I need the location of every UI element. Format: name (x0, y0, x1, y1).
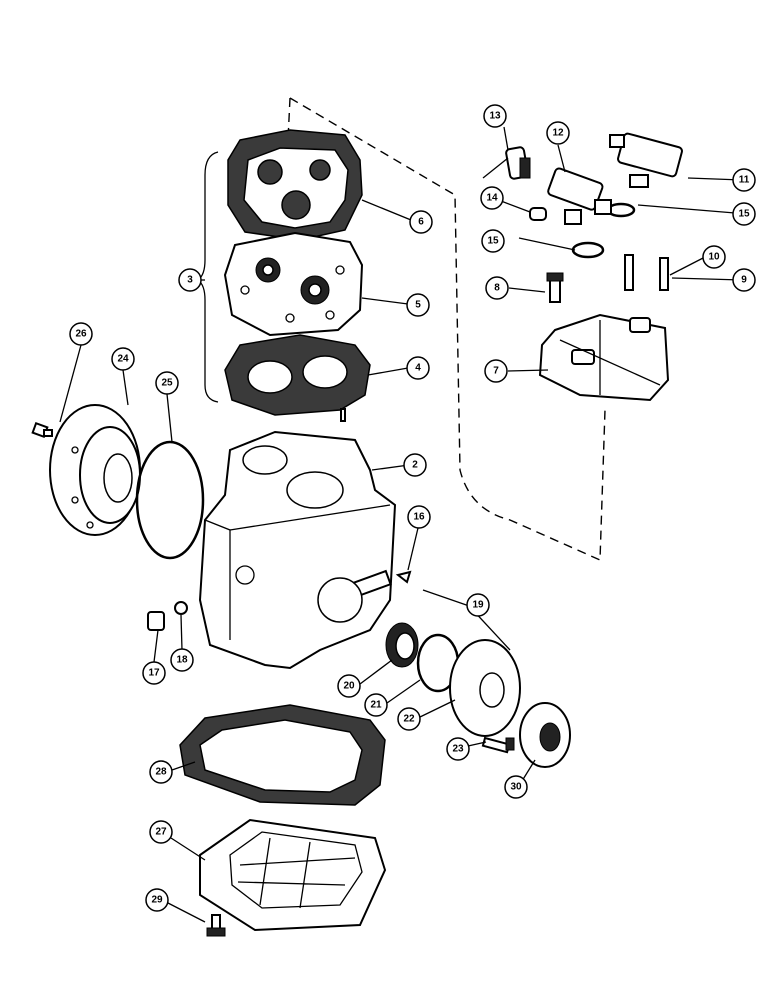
svg-text:2: 2 (412, 460, 418, 471)
callout-27: 27 (149, 820, 173, 844)
svg-text:28: 28 (155, 767, 167, 778)
o-ring-large (135, 440, 205, 560)
front-cover (49, 404, 141, 536)
bolt-8 (546, 272, 564, 303)
stud-9 (659, 257, 669, 291)
screw-26 (31, 421, 53, 439)
callout-4: 4 (406, 356, 430, 380)
svg-text:20: 20 (343, 681, 355, 692)
callout-25: 25 (155, 371, 179, 395)
shaft-seal (385, 622, 419, 668)
head-gasket (224, 334, 371, 416)
callout-16: 16 (407, 505, 431, 529)
callout-18: 18 (170, 648, 194, 672)
svg-text:4: 4 (415, 363, 421, 374)
fitting-12 (547, 167, 612, 225)
plug-washer (174, 601, 188, 615)
svg-text:15: 15 (487, 236, 499, 247)
callout-23: 23 (446, 737, 470, 761)
svg-text:21: 21 (370, 700, 382, 711)
callout-6: 6 (409, 210, 433, 234)
callout-19: 19 (466, 593, 490, 617)
callout-28: 28 (149, 760, 173, 784)
callout-7: 7 (484, 359, 508, 383)
svg-text:10: 10 (708, 252, 720, 263)
callout-24: 24 (111, 347, 135, 371)
svg-text:17: 17 (148, 668, 160, 679)
svg-text:27: 27 (155, 827, 167, 838)
cylinder-head (538, 313, 670, 402)
callout-29: 29 (145, 888, 169, 912)
leader-lines (59, 126, 743, 923)
svg-text:26: 26 (75, 329, 87, 340)
callout-2: 2 (403, 453, 427, 477)
svg-text:14: 14 (486, 193, 498, 204)
callout-15-left: 15 (481, 229, 505, 253)
callout-30: 30 (504, 775, 528, 799)
svg-text:23: 23 (452, 744, 464, 755)
seal-plate (449, 639, 521, 737)
callout-17: 17 (142, 661, 166, 685)
svg-text:6: 6 (418, 217, 424, 228)
callout-11: 11 (732, 168, 756, 192)
assembly-dashed-outline (289, 97, 606, 562)
callout-21: 21 (364, 693, 388, 717)
drain-plug (147, 611, 165, 631)
valve-13 (505, 146, 531, 180)
o-ring-15-lower (571, 241, 605, 259)
callout-8: 8 (485, 276, 509, 300)
bottom-gasket (179, 704, 386, 806)
svg-text:15: 15 (738, 209, 750, 220)
dowel-pin (340, 408, 346, 422)
callout-5: 5 (406, 293, 430, 317)
bottom-plate (199, 818, 387, 932)
key (395, 570, 412, 584)
callout-10: 10 (702, 245, 726, 269)
svg-text:25: 25 (161, 378, 173, 389)
svg-text:3: 3 (187, 275, 193, 286)
svg-text:22: 22 (403, 714, 415, 725)
callout-14: 14 (480, 186, 504, 210)
compressor-body (198, 430, 397, 670)
svg-text:5: 5 (415, 300, 421, 311)
svg-text:9: 9 (741, 275, 747, 286)
callout-9: 9 (732, 268, 756, 292)
svg-text:29: 29 (151, 895, 163, 906)
bolt-29 (206, 914, 226, 937)
clutch-hub (519, 702, 571, 768)
svg-text:8: 8 (494, 283, 500, 294)
callout-12: 12 (546, 121, 570, 145)
cap-14 (529, 207, 547, 221)
svg-text:13: 13 (489, 111, 501, 122)
svg-text:18: 18 (176, 655, 188, 666)
valve-plate (223, 231, 364, 337)
svg-text:30: 30 (510, 782, 522, 793)
callout-26: 26 (69, 322, 93, 346)
gasket-top (227, 129, 363, 241)
svg-text:12: 12 (552, 128, 564, 139)
stud-10 (624, 254, 634, 291)
svg-text:19: 19 (472, 600, 484, 611)
svg-text:7: 7 (493, 366, 499, 377)
callout-13: 13 (483, 104, 507, 128)
callout-3: 3 (178, 268, 202, 292)
svg-text:16: 16 (413, 512, 425, 523)
fitting-11 (609, 132, 683, 188)
svg-text:11: 11 (739, 175, 750, 186)
svg-text:24: 24 (117, 354, 129, 365)
callout-15-right: 15 (732, 202, 756, 226)
bolt-23 (481, 736, 515, 754)
callout-20: 20 (337, 674, 361, 698)
callout-22: 22 (397, 707, 421, 731)
